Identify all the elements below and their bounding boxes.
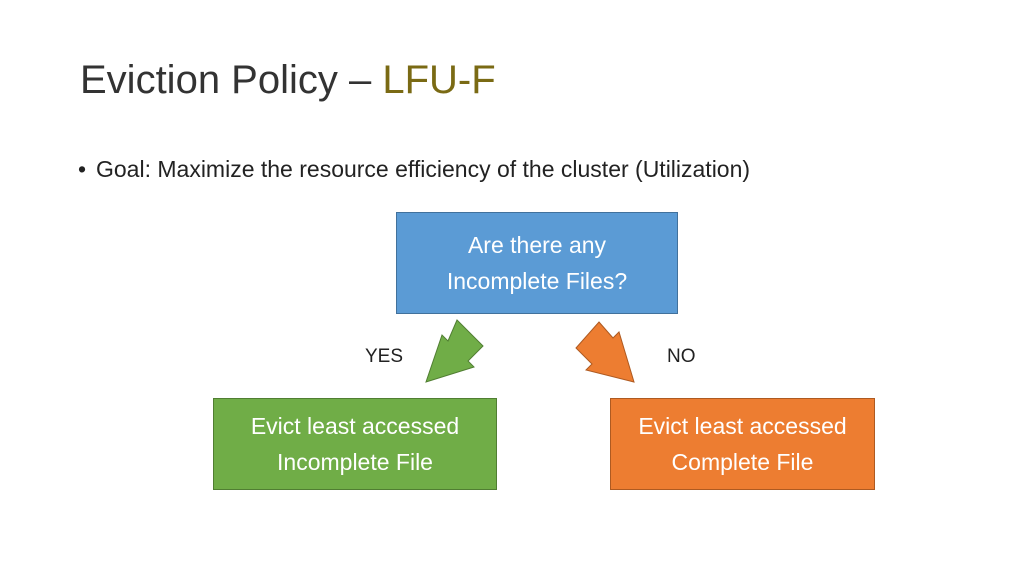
question-box: Are there any Incomplete Files?: [396, 212, 678, 314]
slide-title: Eviction Policy – LFU-F: [80, 58, 496, 103]
no-arrow-icon: [575, 321, 635, 383]
yes-action-line-1: Evict least accessed: [250, 413, 460, 439]
bullet-marker: •: [78, 156, 87, 182]
no-label: NO: [667, 346, 696, 367]
goal-text: Goal: Maximize the resource efficiency o…: [96, 156, 751, 182]
goal-bullet: • Goal: Maximize the resource efficiency …: [78, 156, 750, 183]
yes-arrow-icon: [425, 319, 484, 383]
title-main: Eviction Policy –: [80, 58, 383, 102]
question-line-2: Incomplete Files?: [446, 268, 628, 294]
yes-action-box: Evict least accessed Incomplete File: [213, 398, 497, 490]
no-action-line-2: Complete File: [671, 449, 814, 475]
yes-action-line-2: Incomplete File: [277, 449, 433, 475]
no-action-box: Evict least accessed Complete File: [610, 398, 875, 490]
title-accent: LFU-F: [382, 58, 496, 102]
no-action-line-1: Evict least accessed: [638, 413, 847, 439]
question-line-1: Are there any: [467, 232, 607, 258]
yes-label: YES: [365, 346, 404, 367]
